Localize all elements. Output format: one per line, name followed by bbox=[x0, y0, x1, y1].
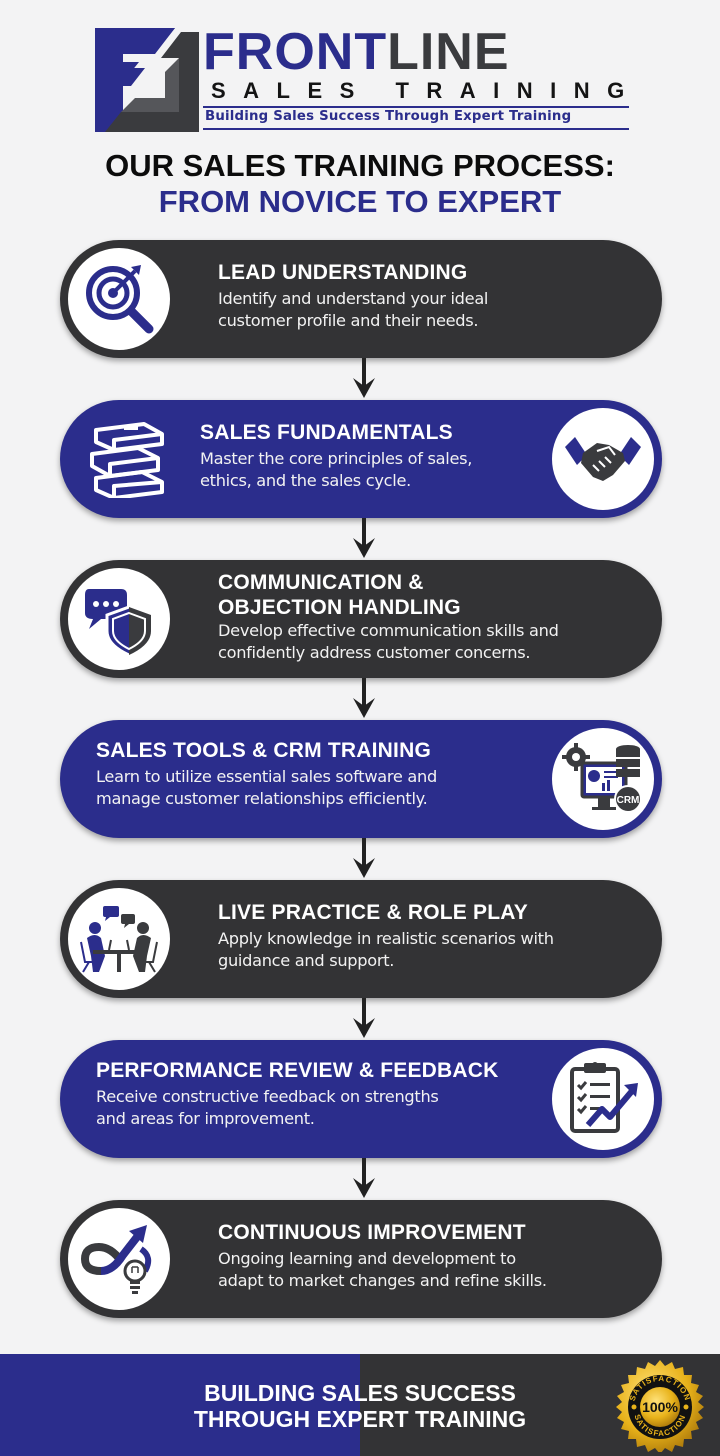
step-continuous-improvement: CONTINUOUS IMPROVEMENT Ongoing learning … bbox=[60, 1200, 662, 1318]
brand-divider-top bbox=[203, 106, 629, 108]
frontline-f-logo-icon bbox=[95, 28, 199, 132]
step-lead-understanding: LEAD UNDERSTANDING Identify and understa… bbox=[60, 240, 662, 358]
brand-logo: FRONTLINE SALES TRAINING Building Sales … bbox=[93, 24, 642, 138]
footer-slogan: BUILDING SALES SUCCESS THROUGH EXPERT TR… bbox=[120, 1380, 600, 1432]
brand-tagline: Building Sales Success Through Expert Tr… bbox=[205, 109, 572, 124]
step-text: LIVE PRACTICE & ROLE PLAY Apply knowledg… bbox=[218, 900, 554, 972]
step-icon-circle bbox=[68, 888, 170, 990]
step-title-line1: COMMUNICATION & bbox=[218, 571, 424, 594]
step-description-line2: manage customer relationships efficientl… bbox=[96, 789, 428, 808]
crm-label: CRM bbox=[617, 795, 640, 806]
chat-shield-icon bbox=[85, 589, 153, 657]
step-description-line2: ethics, and the sales cycle. bbox=[200, 471, 411, 490]
step-description-line2: guidance and support. bbox=[218, 951, 395, 970]
step-description-line2: and areas for improvement. bbox=[96, 1109, 315, 1128]
crm-computer-icon: CRM bbox=[562, 743, 642, 813]
satisfaction-badge-icon: SATISFACTION SATISFACTION 100% bbox=[616, 1360, 704, 1452]
step-description-line1: Ongoing learning and development to bbox=[218, 1249, 516, 1268]
step-icon-circle bbox=[68, 568, 170, 670]
step-text: PERFORMANCE REVIEW & FEEDBACK Receive co… bbox=[96, 1058, 498, 1130]
step-sales-tools-crm: SALES TOOLS & CRM TRAINING Learn to util… bbox=[60, 720, 662, 838]
brand-subtitle: SALES TRAINING bbox=[211, 78, 642, 103]
step-text: LEAD UNDERSTANDING Identify and understa… bbox=[218, 260, 488, 332]
step-text: COMMUNICATION & OBJECTION HANDLING Devel… bbox=[218, 570, 559, 664]
step-icon-circle bbox=[552, 1048, 654, 1150]
footer-line2: THROUGH EXPERT TRAINING bbox=[193, 1406, 527, 1432]
handshake-icon bbox=[565, 437, 641, 481]
step-title: SALES TOOLS & CRM TRAINING bbox=[96, 739, 431, 762]
arrow-down-icon bbox=[353, 518, 375, 558]
step-text: SALES FUNDAMENTALS Master the core princ… bbox=[200, 420, 472, 492]
step-icon-circle bbox=[552, 408, 654, 510]
step-icon-circle bbox=[68, 248, 170, 350]
step-performance-review-feedback: PERFORMANCE REVIEW & FEEDBACK Receive co… bbox=[60, 1040, 662, 1158]
step-title: CONTINUOUS IMPROVEMENT bbox=[218, 1221, 526, 1244]
arrow-down-icon bbox=[353, 838, 375, 878]
step-title-line2: OBJECTION HANDLING bbox=[218, 596, 461, 619]
arrow-down-icon bbox=[353, 998, 375, 1038]
step-description-line1: Master the core principles of sales, bbox=[200, 449, 473, 468]
step-icon-circle bbox=[68, 1208, 170, 1310]
step-sales-fundamentals: SALES FUNDAMENTALS Master the core princ… bbox=[60, 400, 662, 518]
step-description-line1: Identify and understand your ideal bbox=[218, 289, 489, 308]
step-description-line2: confidently address customer concerns. bbox=[218, 643, 531, 662]
step-title: SALES FUNDAMENTALS bbox=[200, 421, 453, 444]
step-live-practice-role-play: LIVE PRACTICE & ROLE PLAY Apply knowledg… bbox=[60, 880, 662, 998]
role-play-meeting-icon bbox=[80, 906, 158, 973]
step-title: LIVE PRACTICE & ROLE PLAY bbox=[218, 901, 528, 924]
step-text: CONTINUOUS IMPROVEMENT Ongoing learning … bbox=[218, 1220, 547, 1292]
brand-divider-bottom bbox=[203, 128, 629, 130]
brand-word-line: LINE bbox=[387, 23, 510, 81]
books-icon bbox=[90, 422, 164, 498]
page-title-line1: OUR SALES TRAINING PROCESS: bbox=[105, 148, 615, 183]
step-description-line1: Apply knowledge in realistic scenarios w… bbox=[218, 929, 554, 948]
footer-line1: BUILDING SALES SUCCESS bbox=[204, 1380, 516, 1406]
target-magnifier-icon bbox=[86, 265, 154, 334]
clipboard-growth-icon bbox=[570, 1062, 638, 1133]
step-description-line2: adapt to market changes and refine skill… bbox=[218, 1271, 547, 1290]
step-description-line1: Receive constructive feedback on strengt… bbox=[96, 1087, 439, 1106]
step-title: PERFORMANCE REVIEW & FEEDBACK bbox=[96, 1059, 499, 1082]
arrow-down-icon bbox=[353, 678, 375, 718]
step-communication-objection-handling: COMMUNICATION & OBJECTION HANDLING Devel… bbox=[60, 560, 662, 678]
arrow-down-icon bbox=[353, 358, 375, 398]
page-title-line2: FROM NOVICE TO EXPERT bbox=[158, 184, 562, 219]
step-icon-circle: CRM bbox=[552, 728, 654, 830]
infinity-arrow-bulb-icon bbox=[80, 1225, 152, 1294]
step-description-line1: Develop effective communication skills a… bbox=[218, 621, 559, 640]
brand-word-front: FRONT bbox=[203, 23, 388, 81]
step-text: SALES TOOLS & CRM TRAINING Learn to util… bbox=[96, 738, 437, 810]
step-description-line2: customer profile and their needs. bbox=[218, 311, 479, 330]
badge-center-text: 100% bbox=[642, 1399, 678, 1415]
footer-banner: BUILDING SALES SUCCESS THROUGH EXPERT TR… bbox=[0, 1354, 720, 1456]
step-description-line1: Learn to utilize essential sales softwar… bbox=[96, 767, 437, 786]
arrow-down-icon bbox=[353, 1158, 375, 1198]
brand-wordmark: FRONTLINE bbox=[203, 24, 510, 80]
step-title: LEAD UNDERSTANDING bbox=[218, 261, 468, 284]
